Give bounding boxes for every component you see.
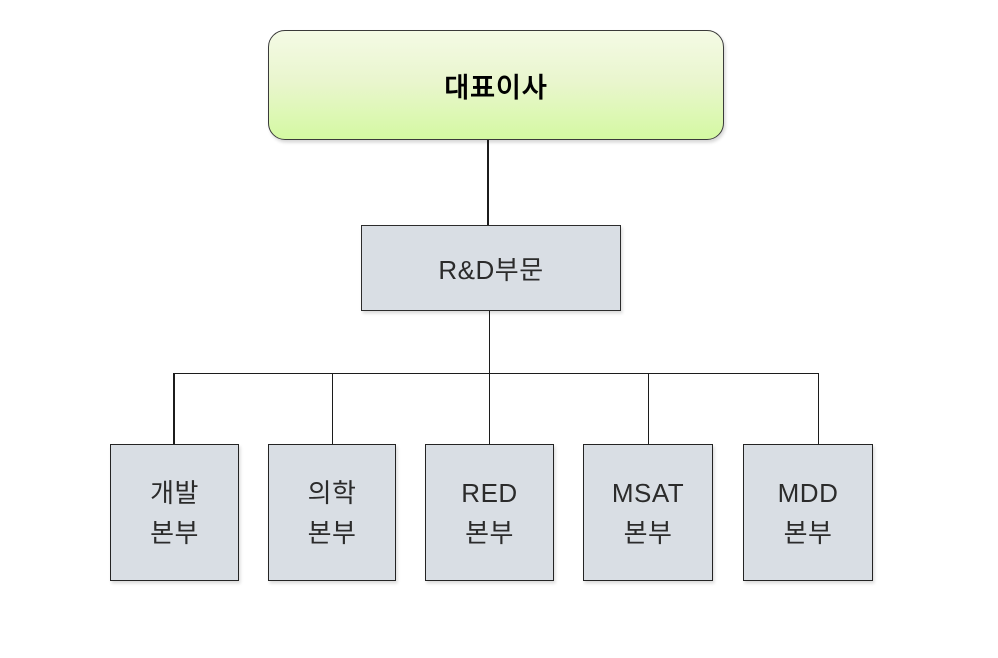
org-node-medical-hq: 의학 본부 — [268, 444, 396, 581]
connector-drop-red — [488, 373, 490, 444]
org-node-mdd-hq-line1: MDD — [777, 477, 839, 508]
org-node-msat-hq-line2: 본부 — [623, 517, 673, 548]
org-node-medical-hq-line1: 의학 — [307, 477, 357, 508]
org-node-rnd-division-label: R&D부문 — [438, 254, 544, 285]
connector-drop-msat — [647, 373, 649, 444]
connector-rnd-to-bus — [488, 311, 490, 373]
connector-drop-dev — [173, 373, 175, 444]
org-node-mdd-hq-line2: 본부 — [783, 517, 833, 548]
connector-horizontal-bus — [173, 372, 819, 374]
org-node-ceo-label: 대표이사 — [444, 72, 548, 103]
org-node-red-hq-line1: RED — [461, 477, 518, 508]
org-node-dev-hq-line1: 개발 — [150, 477, 199, 508]
connector-ceo-to-rnd — [487, 140, 489, 225]
connector-drop-mdd — [817, 373, 819, 444]
org-node-dev-hq-line2: 본부 — [150, 517, 199, 548]
org-node-red-hq: RED 본부 — [425, 444, 554, 581]
org-node-rnd-division: R&D부문 — [361, 225, 621, 311]
org-node-ceo: 대표이사 — [268, 30, 724, 140]
org-node-msat-hq: MSAT 본부 — [583, 444, 713, 581]
org-node-medical-hq-line2: 본부 — [307, 517, 357, 548]
org-node-mdd-hq: MDD 본부 — [743, 444, 873, 581]
org-node-msat-hq-line1: MSAT — [611, 477, 685, 508]
org-node-dev-hq: 개발 본부 — [110, 444, 239, 581]
connector-drop-medical — [331, 373, 333, 444]
org-node-red-hq-line2: 본부 — [465, 517, 514, 548]
